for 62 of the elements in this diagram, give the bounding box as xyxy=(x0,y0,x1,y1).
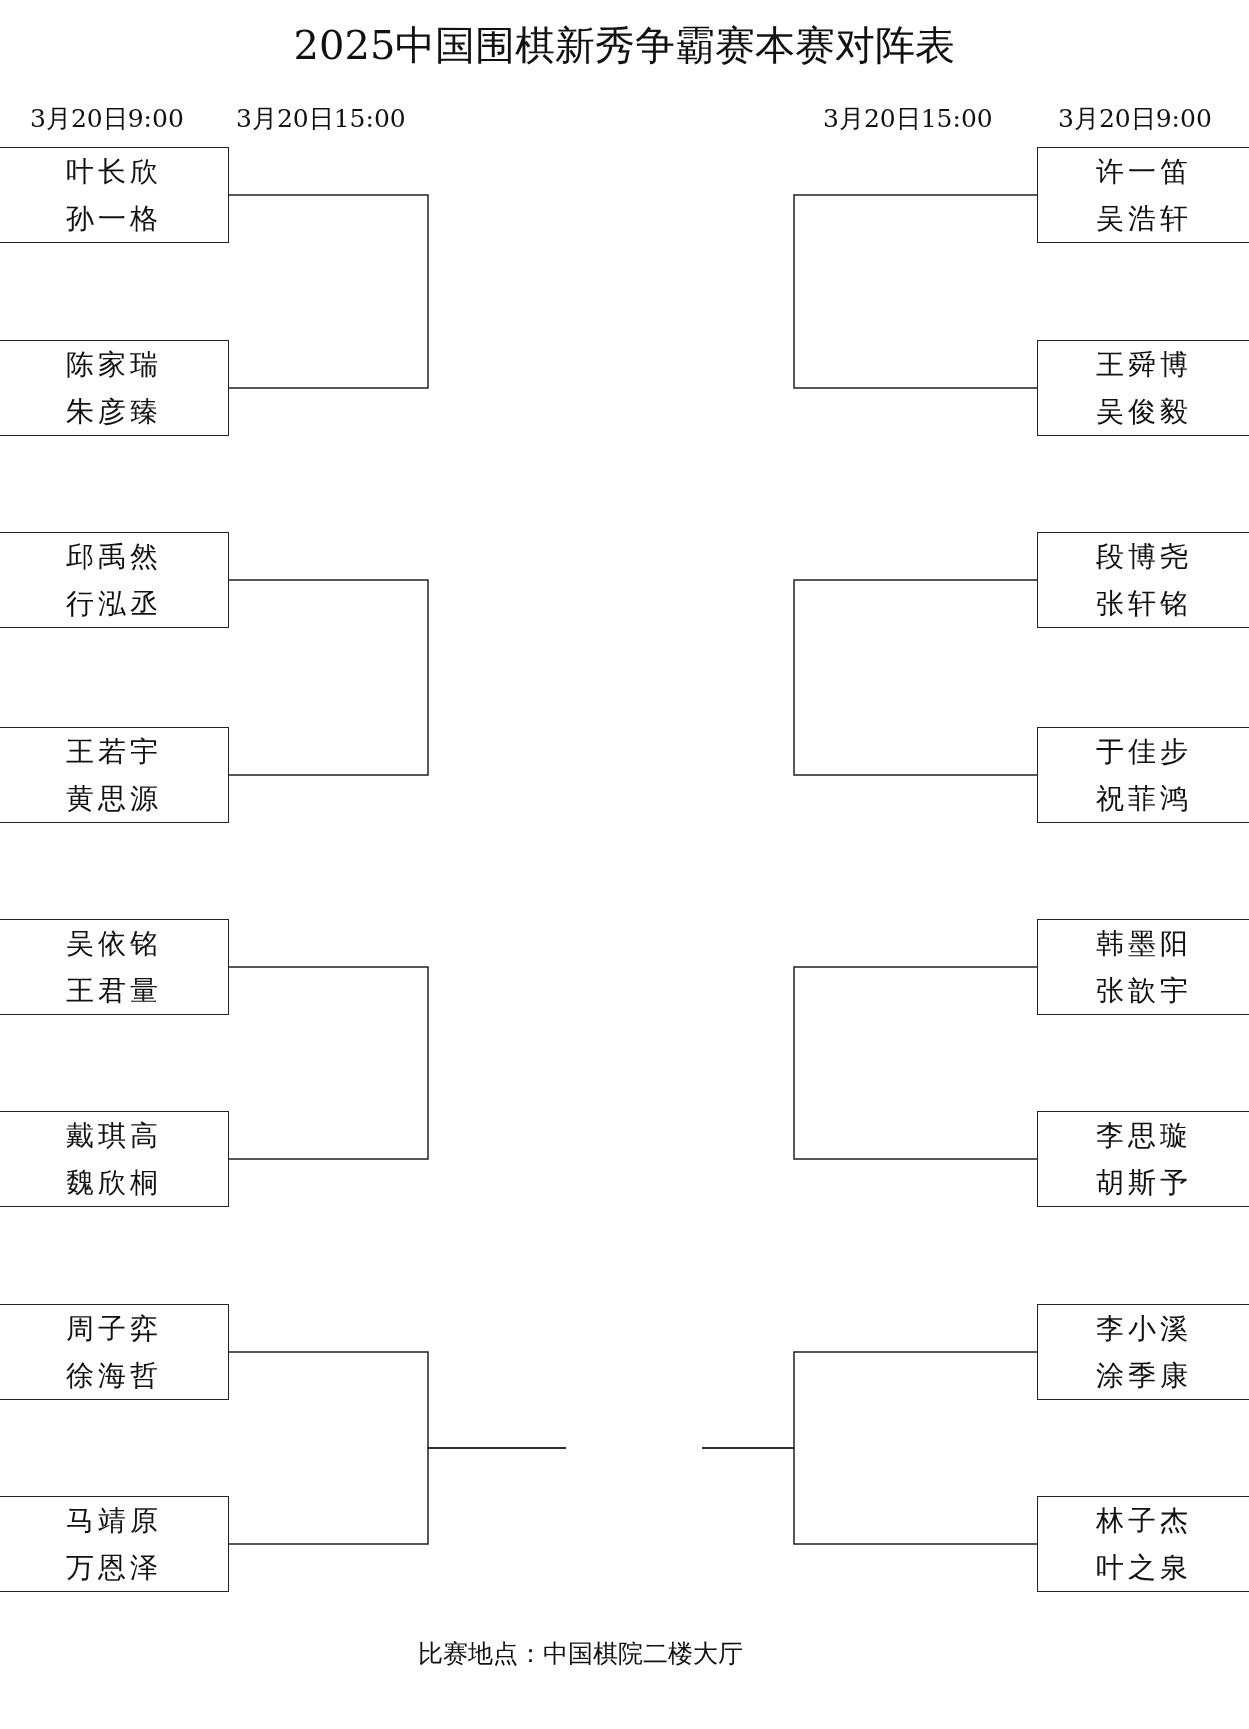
round-time: 3月20日15:00 xyxy=(236,103,406,135)
match-box xyxy=(1037,147,1249,243)
title: 2025中国围棋新秀争霸赛本赛对阵表 xyxy=(292,21,957,70)
player-name: 张轩铭 xyxy=(1095,585,1192,622)
match-box xyxy=(1037,1111,1249,1207)
match-box xyxy=(1037,727,1249,823)
player-name: 张歆宇 xyxy=(1095,972,1192,1009)
bracket-line xyxy=(793,579,1038,776)
player-name: 王舜博 xyxy=(1095,346,1192,383)
player-name: 吴依铭 xyxy=(66,925,162,962)
player-name: 李思璇 xyxy=(1095,1117,1192,1154)
player-name: 韩墨阳 xyxy=(1095,925,1192,962)
match-box xyxy=(0,532,229,628)
player-name: 李小溪 xyxy=(1095,1310,1192,1347)
player-name: 孙一格 xyxy=(66,200,162,237)
match-box xyxy=(0,1496,229,1592)
player-name: 万恩泽 xyxy=(66,1549,162,1586)
match-box xyxy=(0,340,229,436)
bracket-line xyxy=(228,966,429,1160)
match-box xyxy=(1037,1496,1249,1592)
player-name: 陈家瑞 xyxy=(66,346,162,383)
player-name: 黄思源 xyxy=(66,780,162,817)
player-name: 涂季康 xyxy=(1095,1357,1192,1394)
match-box xyxy=(1037,340,1249,436)
player-name: 胡斯予 xyxy=(1095,1164,1192,1201)
match-box xyxy=(0,1304,229,1400)
player-name: 行泓丞 xyxy=(66,585,162,622)
bracket-line xyxy=(228,579,429,776)
player-name: 林子杰 xyxy=(1095,1502,1192,1539)
bracket-line xyxy=(701,1447,1038,1545)
bracket-line xyxy=(228,194,429,389)
match-box xyxy=(1037,532,1249,628)
player-name: 段博尧 xyxy=(1095,538,1192,575)
player-name: 叶长欣 xyxy=(66,153,162,190)
player-name: 邱禹然 xyxy=(66,538,162,575)
match-box xyxy=(0,147,229,243)
player-name: 王若宇 xyxy=(66,733,162,770)
round-time: 3月20日9:00 xyxy=(30,103,184,135)
bracket-line xyxy=(228,1447,567,1545)
match-box xyxy=(1037,919,1249,1015)
match-box xyxy=(0,1111,229,1207)
player-name: 周子弈 xyxy=(66,1310,162,1347)
player-name: 许一笛 xyxy=(1095,153,1192,190)
match-box xyxy=(0,727,229,823)
player-name: 吴俊毅 xyxy=(1095,393,1192,430)
match-box xyxy=(0,919,229,1015)
round-time: 3月20日15:00 xyxy=(823,103,993,135)
player-name: 吴浩轩 xyxy=(1095,200,1192,237)
player-name: 王君量 xyxy=(66,972,162,1009)
player-name: 叶之泉 xyxy=(1095,1549,1192,1586)
player-name: 于佳步 xyxy=(1095,733,1192,770)
player-name: 魏欣桐 xyxy=(66,1164,162,1201)
player-name: 马靖原 xyxy=(66,1502,162,1539)
player-name: 朱彦臻 xyxy=(66,393,162,430)
round-time: 3月20日9:00 xyxy=(1058,103,1212,135)
player-name: 戴琪高 xyxy=(66,1117,162,1154)
match-box xyxy=(1037,1304,1249,1400)
bracket-line xyxy=(793,194,1038,389)
player-name: 祝菲鸿 xyxy=(1095,780,1192,817)
venue-note: 比赛地点：中国棋院二楼大厅 xyxy=(418,1638,743,1670)
bracket-line xyxy=(793,966,1038,1160)
player-name: 徐海哲 xyxy=(66,1357,162,1394)
